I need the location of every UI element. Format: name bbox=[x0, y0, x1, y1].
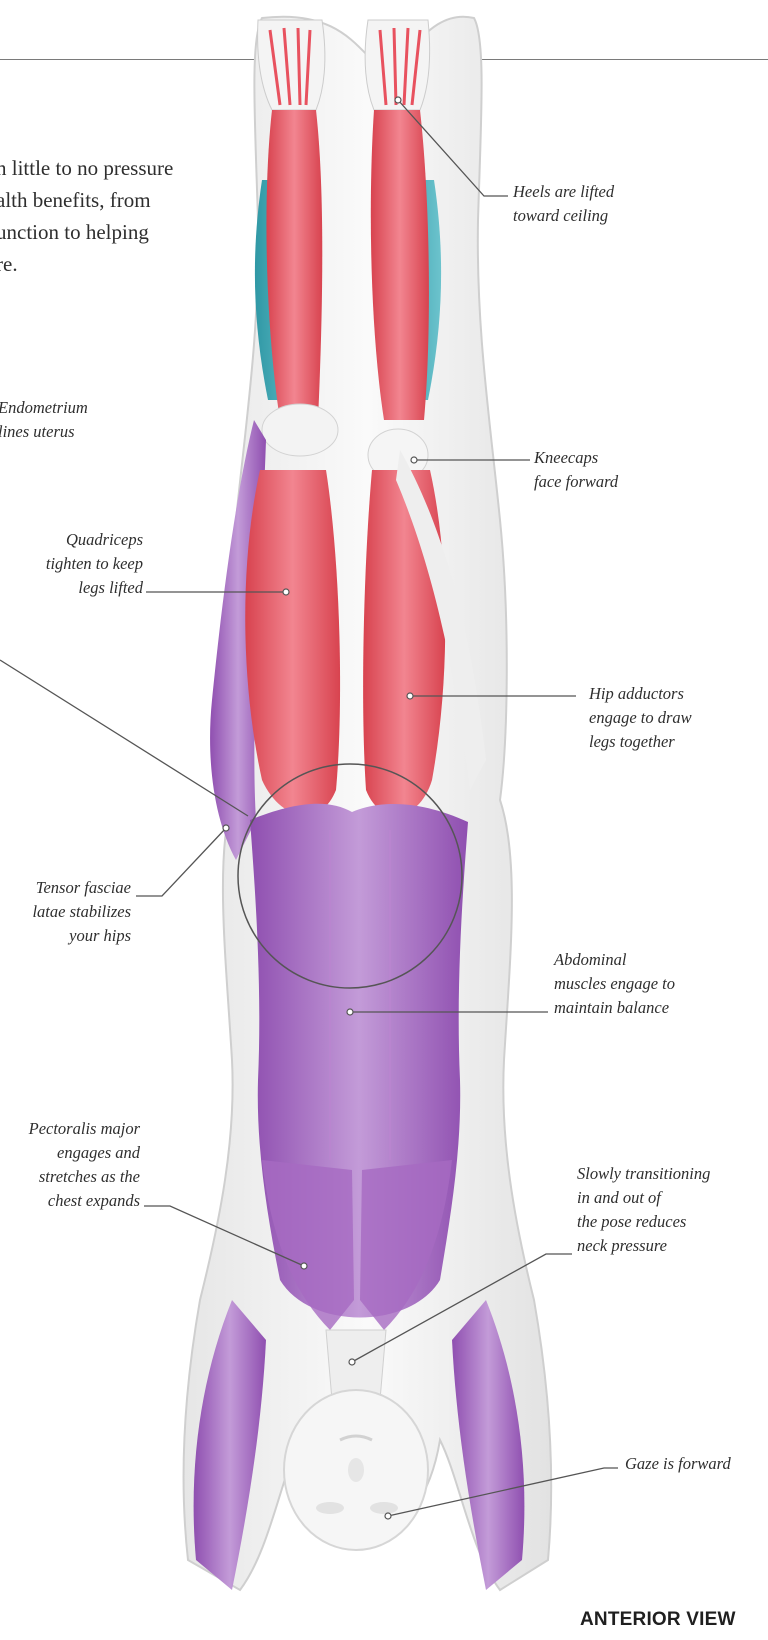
label-hip-adductors: Hip adductors engage to draw legs togeth… bbox=[589, 682, 692, 754]
label-heels: Heels are lifted toward ceiling bbox=[513, 180, 614, 228]
label-pectoralis: Pectoralis major engages and stretches a… bbox=[0, 1117, 140, 1213]
torso bbox=[250, 804, 468, 1330]
label-endometrium: Endometrium lines uterus bbox=[0, 396, 88, 444]
label-tensor-fasciae: Tensor fasciae latae stabilizes your hip… bbox=[0, 876, 131, 948]
label-quadriceps: Quadriceps tighten to keep legs lifted bbox=[0, 528, 143, 600]
view-label: ANTERIOR VIEW bbox=[580, 1609, 736, 1631]
label-kneecaps: Kneecaps face forward bbox=[534, 446, 618, 494]
label-abdominal: Abdominal muscles engage to maintain bal… bbox=[554, 948, 675, 1020]
label-gaze: Gaze is forward bbox=[625, 1452, 731, 1476]
label-neck: Slowly transitioning in and out of the p… bbox=[577, 1162, 710, 1258]
